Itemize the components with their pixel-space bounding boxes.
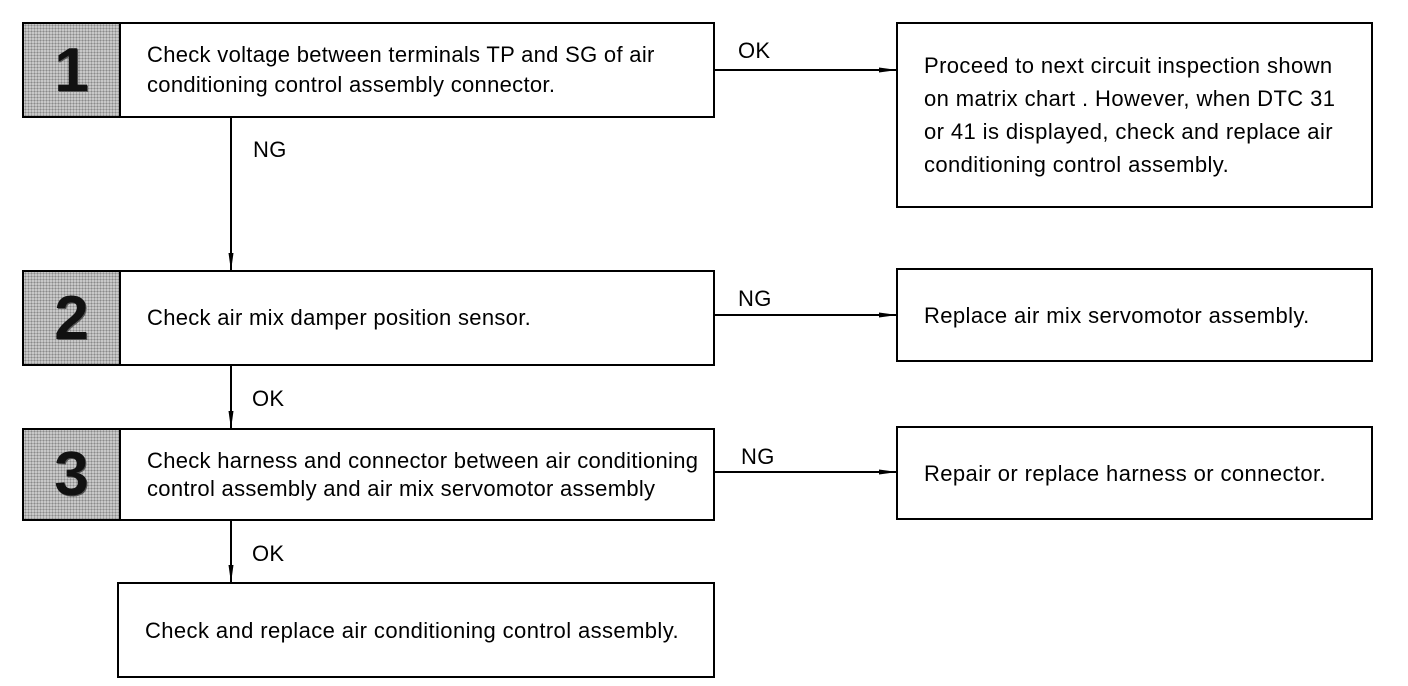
step-number-2: 2 — [24, 272, 121, 364]
step-3-box: 3 Check harness and connector between ai… — [22, 428, 715, 521]
step-number-1: 1 — [24, 24, 121, 116]
label-step3-ok: OK — [252, 541, 285, 566]
result-replace-control: Check and replace air conditioning contr… — [117, 582, 715, 678]
label-step2-ng: NG — [738, 286, 772, 311]
step-1-text: Check voltage between terminals TP and S… — [147, 42, 655, 97]
result-repair-harness: Repair or replace harness or connector. — [896, 426, 1373, 520]
label-step2-ok: OK — [252, 386, 285, 411]
step-2-text: Check air mix damper position sensor. — [147, 305, 532, 330]
label-step1-ok: OK — [738, 38, 771, 63]
result-proceed: Proceed to next circuit inspection shown… — [896, 22, 1373, 208]
step-number-3: 3 — [24, 430, 121, 519]
result-replace-servomotor: Replace air mix servomotor assembly. — [896, 268, 1373, 362]
step-1-box: 1 Check voltage between terminals TP and… — [22, 22, 715, 118]
label-step3-ng: NG — [741, 444, 775, 469]
label-step1-ng: NG — [253, 137, 287, 162]
step-3-text: Check harness and connector between air … — [147, 447, 699, 501]
step-2-box: 2 Check air mix damper position sensor. — [22, 270, 715, 366]
